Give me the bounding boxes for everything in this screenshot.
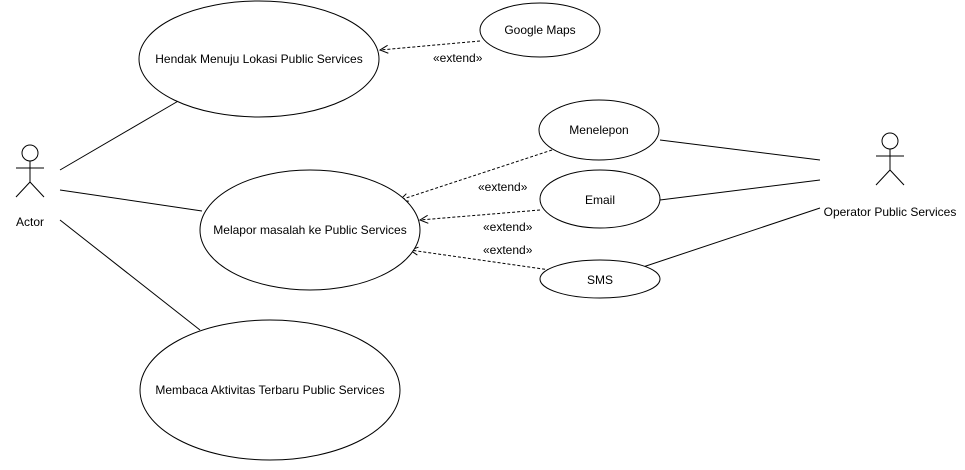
use-case-google-maps-label: Google Maps — [504, 23, 575, 37]
actor-right-head — [881, 132, 899, 150]
actor-right[interactable]: Operator Public Services — [824, 132, 957, 219]
use-case-menelepon-label: Menelepon — [569, 123, 628, 137]
association-operator-sms — [639, 207, 821, 269]
association-operator-menelepon — [659, 139, 821, 161]
use-case-email[interactable]: Email — [539, 169, 661, 229]
extend-label-menelepon: «extend» — [478, 180, 528, 194]
association-actor-melapor — [59, 189, 203, 212]
extend-line-google-maps — [380, 40, 481, 50]
use-case-membaca[interactable]: Membaca Aktivitas Terbaru Public Service… — [139, 319, 401, 461]
association-actor-membaca — [59, 219, 201, 331]
use-case-membaca-label: Membaca Aktivitas Terbaru Public Service… — [155, 383, 384, 397]
extend-label-email: «extend» — [483, 220, 533, 234]
extend-line-menelepon — [400, 149, 553, 200]
association-actor-hendak — [59, 99, 181, 171]
actor-right-leg-right — [889, 169, 905, 186]
extend-line-sms — [410, 250, 551, 271]
extend-line-email — [420, 209, 541, 220]
association-operator-email — [659, 179, 821, 201]
actor-left-head — [21, 144, 39, 162]
use-case-menelepon[interactable]: Menelepon — [538, 99, 660, 161]
actor-left-label: Actor — [16, 215, 44, 229]
use-case-sms-label: SMS — [587, 273, 613, 287]
extend-label-sms: «extend» — [483, 243, 533, 257]
use-case-sms[interactable]: SMS — [539, 259, 661, 299]
use-case-hendak-label: Hendak Menuju Lokasi Public Services — [155, 52, 362, 66]
actor-right-label: Operator Public Services — [824, 205, 957, 219]
use-case-melapor[interactable]: Melapor masalah ke Public Services — [199, 169, 421, 291]
use-case-email-label: Email — [585, 193, 615, 207]
use-case-hendak[interactable]: Hendak Menuju Lokasi Public Services — [138, 0, 380, 118]
actor-left[interactable]: Actor — [15, 144, 45, 229]
extend-label-google-maps: «extend» — [433, 51, 483, 65]
use-case-google-maps[interactable]: Google Maps — [479, 2, 601, 58]
use-case-melapor-label: Melapor masalah ke Public Services — [213, 223, 406, 237]
actor-left-leg-left — [15, 181, 31, 198]
actor-left-leg-right — [29, 181, 45, 198]
actor-right-leg-left — [875, 169, 891, 186]
